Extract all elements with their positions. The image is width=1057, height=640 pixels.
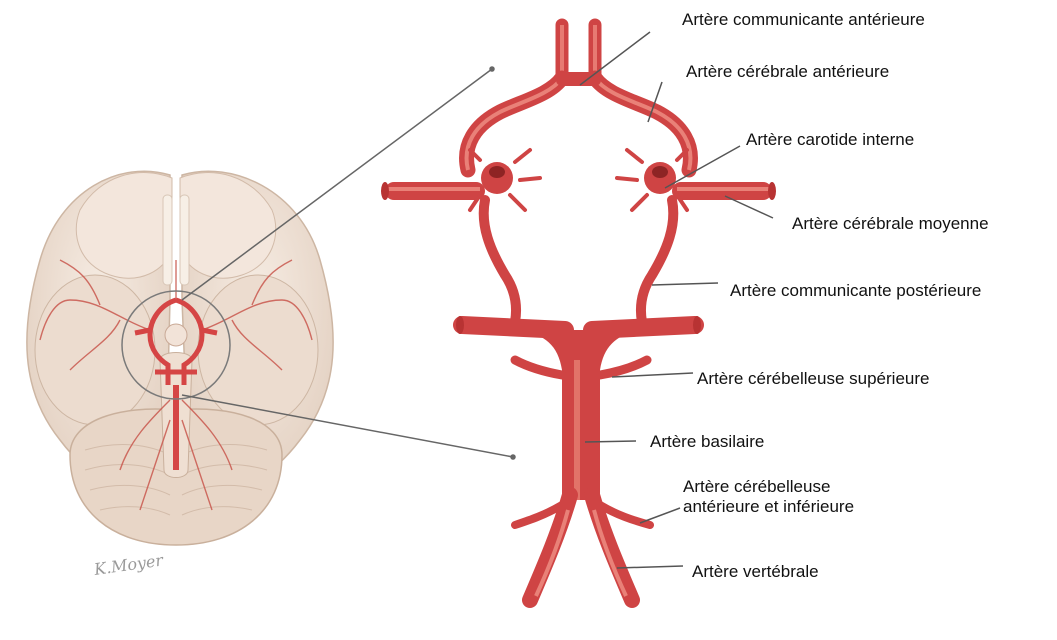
label-aica-line-1: Artère cérébelleuse (683, 477, 854, 497)
artist-signature: K.Moyer (92, 550, 166, 579)
right-temporal-lobe (198, 275, 318, 425)
brain-illustration (27, 171, 333, 545)
label-middle-cerebral-artery: Artère cérébrale moyenne (792, 214, 989, 234)
label-internal-carotid-artery: Artère carotide interne (746, 130, 914, 150)
label-anterior-inferior-cerebellar-artery: Artère cérébelleuse antérieure et inféri… (683, 477, 854, 517)
label-anterior-communicating-artery: Artère communicante antérieure (682, 10, 925, 30)
label-posterior-communicating-artery: Artère communicante postérieure (730, 281, 981, 301)
label-superior-cerebellar-artery: Artère cérébelleuse supérieure (697, 369, 929, 389)
label-aica-line-2: antérieure et inférieure (683, 497, 854, 517)
label-anterior-cerebral-artery: Artère cérébrale antérieure (686, 62, 889, 82)
label-vertebral-artery: Artère vertébrale (692, 562, 819, 582)
left-temporal-lobe (35, 275, 155, 425)
label-basilar-artery: Artère basilaire (650, 432, 764, 452)
